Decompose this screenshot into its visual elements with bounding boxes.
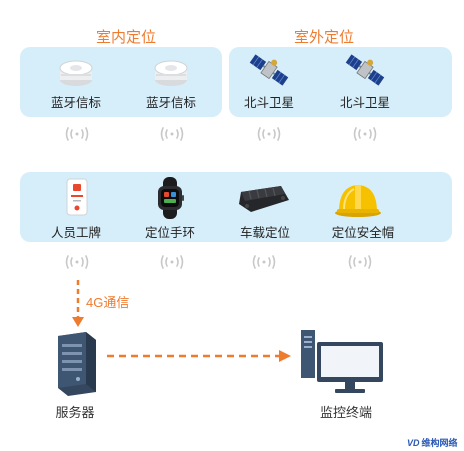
device-label: 车载定位 bbox=[239, 226, 290, 240]
top-label: 蓝牙信标 bbox=[50, 96, 101, 110]
signal-icon bbox=[64, 126, 90, 142]
watermark-logo: VD bbox=[407, 437, 420, 448]
monitor-icon bbox=[301, 328, 385, 394]
signal-icon bbox=[251, 254, 277, 270]
server-label: 服务器 bbox=[55, 405, 95, 420]
signal-icon bbox=[347, 254, 373, 270]
bluetooth-beacon-icon bbox=[58, 54, 94, 88]
satellite-icon bbox=[249, 51, 289, 89]
server-icon bbox=[52, 332, 98, 398]
monitor-label: 监控终端 bbox=[319, 405, 372, 420]
device-label: 定位手环 bbox=[144, 226, 195, 240]
signal-icon bbox=[159, 126, 185, 142]
vehicle-tracker-icon bbox=[237, 184, 291, 214]
signal-icon bbox=[64, 254, 90, 270]
indoor-panel bbox=[20, 47, 222, 117]
bluetooth-beacon-icon bbox=[153, 54, 189, 88]
signal-icon bbox=[159, 254, 185, 270]
outdoor-panel bbox=[229, 47, 452, 117]
down-arrow-icon bbox=[71, 280, 85, 328]
signal-icon bbox=[352, 126, 378, 142]
device-label: 定位安全帽 bbox=[331, 226, 395, 240]
indoor-section-title: 室内定位 bbox=[95, 29, 156, 46]
top-label: 北斗卫星 bbox=[339, 96, 390, 110]
top-label: 北斗卫星 bbox=[243, 96, 294, 110]
top-label: 蓝牙信标 bbox=[145, 96, 196, 110]
satellite-icon bbox=[345, 51, 385, 89]
watermark: VD 维构网络 bbox=[407, 436, 458, 449]
devices-panel bbox=[20, 172, 452, 242]
signal-icon bbox=[256, 126, 282, 142]
watermark-text: 维构网络 bbox=[421, 438, 458, 448]
wristband-icon bbox=[155, 177, 185, 219]
safety-helmet-icon bbox=[334, 180, 382, 218]
badge-icon bbox=[65, 177, 89, 217]
device-label: 人员工牌 bbox=[50, 226, 101, 240]
link-label: 4G通信 bbox=[86, 295, 130, 310]
outdoor-section-title: 室外定位 bbox=[293, 29, 354, 46]
right-arrow-icon bbox=[107, 349, 291, 363]
